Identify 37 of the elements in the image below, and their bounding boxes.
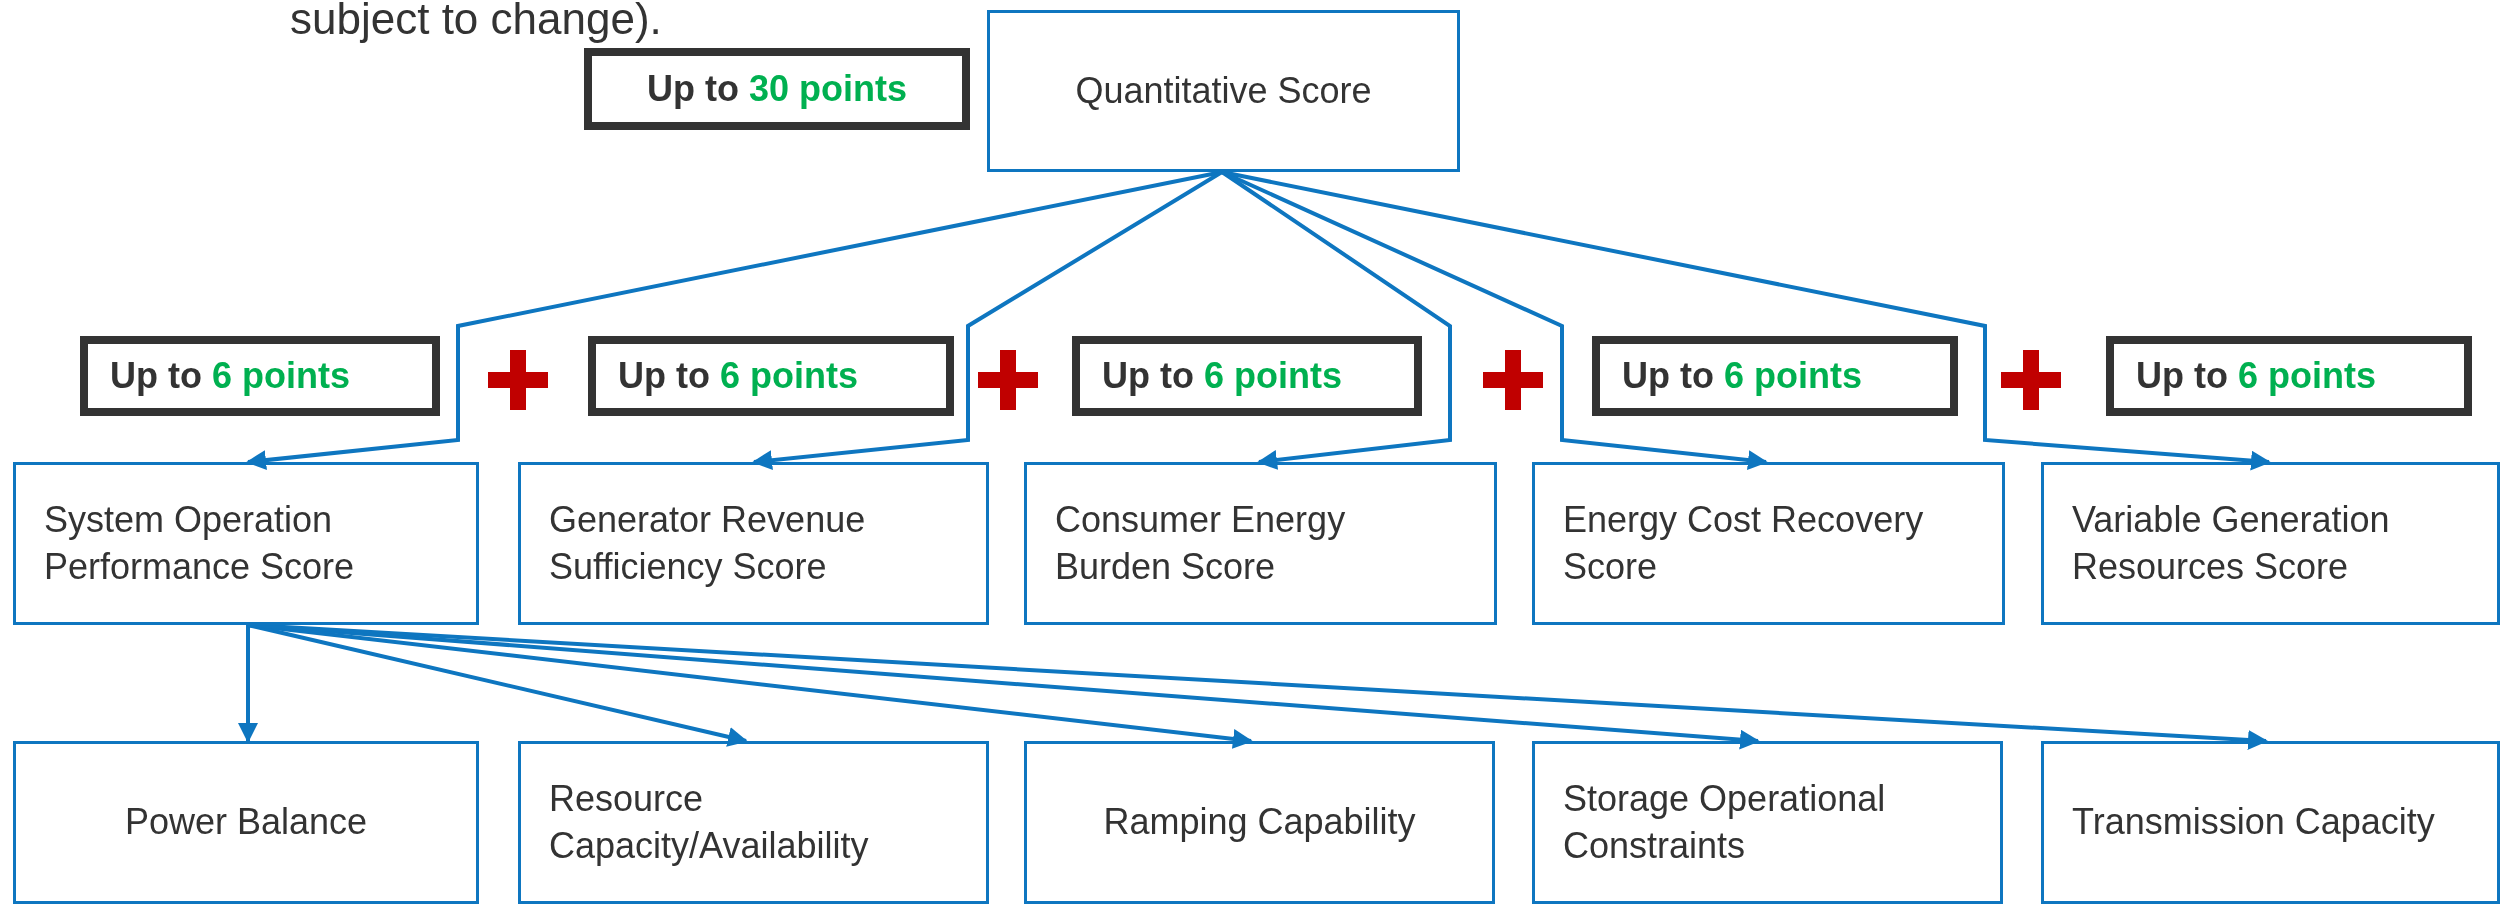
node-text: Storage Operational Constraints [1563, 776, 1887, 868]
arrow [238, 625, 258, 743]
points-badge [584, 48, 970, 130]
node-text: Ramping Capability [1103, 800, 1416, 845]
node-text: Energy Cost Recovery Score [1563, 497, 1925, 589]
node-text: Up to 6 points [1102, 355, 1342, 397]
node-text: Transmission Capacity [2072, 800, 2435, 845]
note-text: subject to change). [290, 0, 662, 44]
node-text: System Operation Performance Score [44, 497, 356, 589]
node-text: Resource Capacity/Availability [549, 776, 870, 868]
node-text: Up to 6 points [110, 355, 350, 397]
score-box [1532, 741, 2003, 904]
score-box [987, 10, 1460, 172]
score-box [1532, 462, 2005, 625]
score-box [13, 462, 479, 625]
node-text: Up to 6 points [618, 355, 858, 397]
points-badge [80, 336, 440, 416]
score-box [13, 741, 479, 904]
points-badge [1592, 336, 1958, 416]
node-text: Consumer Energy Burden Score [1055, 497, 1347, 589]
node-text: Variable Generation Resources Score [2072, 497, 2391, 589]
score-box [2041, 462, 2500, 625]
score-box [1024, 741, 1495, 904]
score-box [518, 741, 989, 904]
score-box [1024, 462, 1497, 625]
points-badge [1072, 336, 1422, 416]
points-badge [588, 336, 954, 416]
node-text: Power Balance [124, 800, 368, 845]
score-box [2041, 741, 2500, 904]
node-text: Up to 30 points [647, 68, 907, 110]
node-text: Generator Revenue Sufficiency Score [549, 497, 867, 589]
node-text: Up to 6 points [2136, 355, 2376, 397]
points-badge [2106, 336, 2472, 416]
node-text: Up to 6 points [1622, 355, 1862, 397]
score-box [518, 462, 989, 625]
arrow [247, 623, 2268, 750]
node-text: Quantitative Score [1075, 68, 1372, 113]
